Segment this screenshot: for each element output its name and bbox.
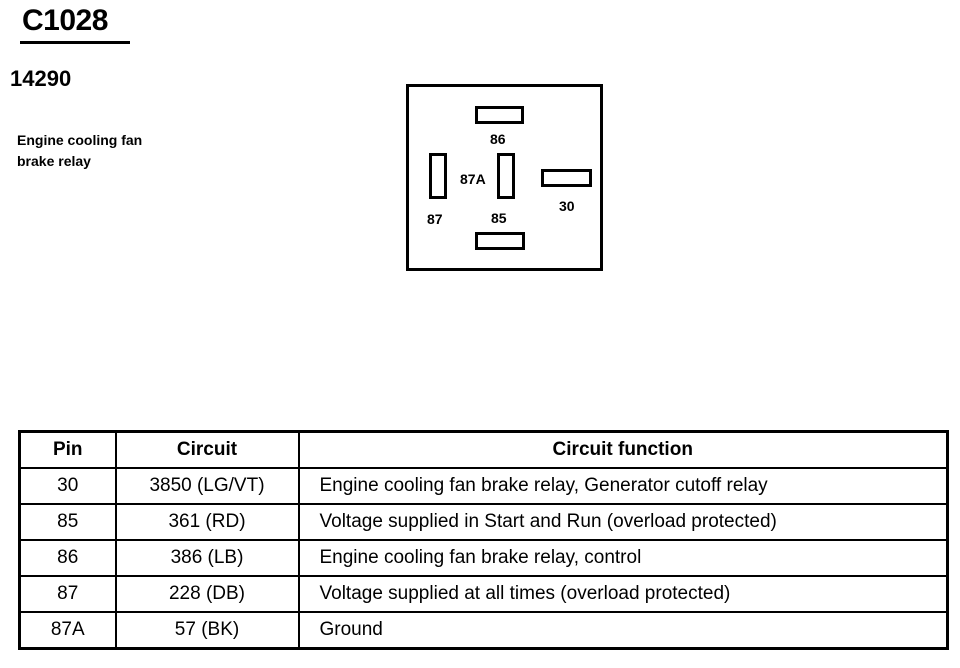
cell-pin: 86 xyxy=(18,539,117,577)
cell-circuit: 361 (RD) xyxy=(114,503,300,541)
pin-table: Pin Circuit Circuit function 30 3850 (LG… xyxy=(18,430,949,650)
connector-id-underline xyxy=(20,41,130,44)
cell-function: Engine cooling fan brake relay, control xyxy=(297,539,949,577)
header-circuit-function: Circuit function xyxy=(297,430,949,469)
table-row: 85 361 (RD) Voltage supplied in Start an… xyxy=(18,503,949,541)
cell-function: Voltage supplied in Start and Run (overl… xyxy=(297,503,949,541)
table-row: 30 3850 (LG/VT) Engine cooling fan brake… xyxy=(18,467,949,505)
table-header-row: Pin Circuit Circuit function xyxy=(18,430,949,469)
description-line-2: brake relay xyxy=(17,153,91,169)
cell-pin: 87A xyxy=(18,611,117,650)
cell-pin: 30 xyxy=(18,467,117,505)
pin-slot-30 xyxy=(541,169,592,187)
connector-id: C1028 xyxy=(22,4,108,37)
header-pin: Pin xyxy=(18,430,117,469)
header-circuit: Circuit xyxy=(114,430,300,469)
cell-circuit: 3850 (LG/VT) xyxy=(114,467,300,505)
pin-slot-bottom xyxy=(475,232,525,250)
cell-function: Voltage supplied at all times (overload … xyxy=(297,575,949,613)
part-number: 14290 xyxy=(10,66,72,91)
pin-slot-86 xyxy=(475,106,524,124)
cell-function: Engine cooling fan brake relay, Generato… xyxy=(297,467,949,505)
cell-circuit: 228 (DB) xyxy=(114,575,300,613)
pin-label-85: 85 xyxy=(491,210,507,226)
table-row: 87 228 (DB) Voltage supplied at all time… xyxy=(18,575,949,613)
cell-pin: 85 xyxy=(18,503,117,541)
cell-circuit: 57 (BK) xyxy=(114,611,300,650)
cell-function: Ground xyxy=(297,611,949,650)
pin-slot-87 xyxy=(429,153,447,199)
relay-connector-diagram: 86 87 87A 85 30 xyxy=(406,84,603,271)
pin-label-86: 86 xyxy=(490,131,506,147)
pin-label-30: 30 xyxy=(559,198,575,214)
connector-description: Engine cooling fan brake relay xyxy=(17,130,142,172)
cell-pin: 87 xyxy=(18,575,117,613)
pin-slot-85 xyxy=(497,153,515,199)
description-line-1: Engine cooling fan xyxy=(17,132,143,148)
pin-label-87: 87 xyxy=(427,211,443,227)
table-row: 87A 57 (BK) Ground xyxy=(18,611,949,650)
table-row: 86 386 (LB) Engine cooling fan brake rel… xyxy=(18,539,949,577)
cell-circuit: 386 (LB) xyxy=(114,539,300,577)
pin-label-87a: 87A xyxy=(460,171,486,187)
